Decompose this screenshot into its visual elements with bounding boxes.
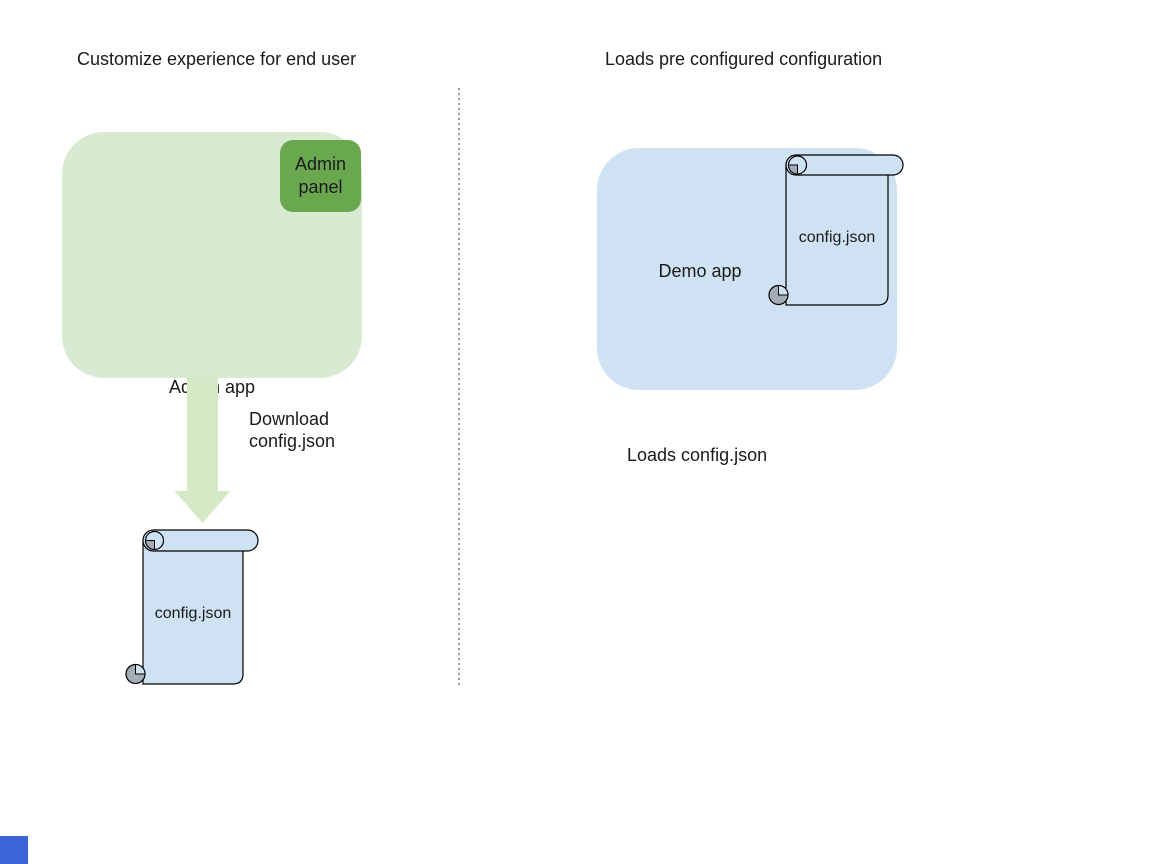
scroll-bottom-curl-notch bbox=[135, 663, 146, 675]
corner-marker bbox=[0, 836, 28, 864]
section-divider bbox=[458, 88, 460, 686]
config-file-label-right: config.json bbox=[799, 229, 876, 246]
download-arrow-shape bbox=[174, 377, 231, 523]
loads-config-caption: Loads config.json bbox=[627, 445, 768, 465]
admin-panel-box: Admin panel bbox=[280, 140, 361, 212]
scroll-body bbox=[785, 164, 889, 306]
scroll-body bbox=[142, 540, 244, 685]
download-arrow-icon bbox=[174, 377, 231, 523]
scroll-top-curl-shade bbox=[787, 164, 798, 175]
config-file-scroll-right: config.json bbox=[768, 154, 904, 306]
right-section-heading: Loads pre configured configuration bbox=[605, 49, 883, 69]
scroll-top-roll bbox=[142, 529, 259, 552]
config-file-label-left: config.json bbox=[155, 605, 232, 622]
left-section-heading: Customize experience for end user bbox=[77, 49, 357, 69]
scroll-top-curl-shade bbox=[144, 540, 155, 551]
config-file-scroll-left: config.json bbox=[125, 529, 259, 685]
admin-panel-label: Admin panel bbox=[294, 154, 347, 197]
download-arrow-label: Download config.json bbox=[249, 409, 336, 451]
admin-app-box: Admin panel Admin app bbox=[62, 132, 362, 397]
demo-app-label: Demo app bbox=[658, 261, 742, 281]
scroll-top-roll bbox=[785, 154, 904, 176]
scroll-bottom-curl-notch bbox=[778, 284, 789, 296]
